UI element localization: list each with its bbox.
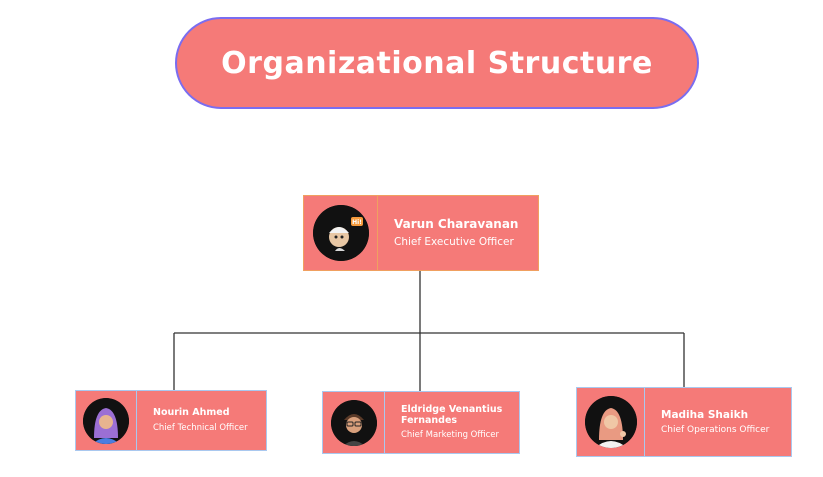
hi-badge: Hi!	[352, 219, 362, 226]
cmo-name: Eldridge Venantius Fernandes	[401, 403, 503, 426]
page-title: Organizational Structure	[221, 45, 653, 81]
cto-avatar-cell	[76, 391, 137, 450]
cto-text: Nourin Ahmed Chief Technical Officer	[137, 391, 248, 450]
glasses-man-avatar-icon	[330, 399, 377, 446]
coo-text: Madiha Shaikh Chief Operations Officer	[645, 388, 769, 456]
ceo-text: Varun Charavanan Chief Executive Officer	[378, 196, 518, 270]
ceo-name: Varun Charavanan	[394, 217, 519, 232]
memoji-hi-avatar-icon: Hi!	[312, 205, 369, 261]
ceo-card: Hi! Varun Charavanan Chief Executive Off…	[303, 195, 539, 271]
title-banner: Organizational Structure	[175, 17, 699, 109]
cmo-role: Chief Marketing Officer	[401, 430, 499, 441]
coo-avatar-cell	[577, 388, 645, 456]
cto-role: Chief Technical Officer	[153, 422, 248, 433]
waving-woman-avatar-icon	[584, 396, 637, 448]
coo-name: Madiha Shaikh	[661, 408, 749, 421]
ceo-role: Chief Executive Officer	[394, 235, 514, 248]
hijab-woman-avatar-icon	[83, 397, 129, 444]
cmo-text: Eldridge Venantius Fernandes Chief Marke…	[385, 392, 519, 453]
coo-role: Chief Operations Officer	[661, 425, 770, 436]
cmo-card: Eldridge Venantius Fernandes Chief Marke…	[322, 391, 520, 454]
ceo-avatar-cell: Hi!	[304, 196, 378, 270]
coo-card: Madiha Shaikh Chief Operations Officer	[576, 387, 792, 457]
cto-name: Nourin Ahmed	[153, 407, 230, 419]
cmo-avatar-cell	[323, 392, 385, 453]
cto-card: Nourin Ahmed Chief Technical Officer	[75, 390, 267, 451]
